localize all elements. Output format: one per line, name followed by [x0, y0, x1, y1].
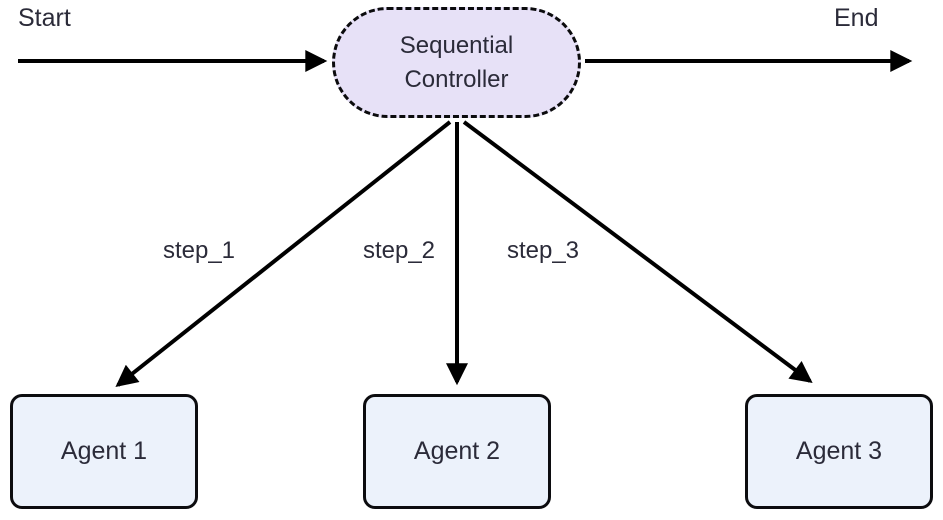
agent-3-label: Agent 3: [795, 437, 883, 465]
edge-controller-to-agent3: [462, 120, 813, 383]
agent-2-node: Agent 2: [363, 394, 551, 509]
edge-label-step-3: step_3: [503, 236, 583, 266]
agent-3-node: Agent 3: [745, 394, 933, 509]
start-label: Start: [18, 4, 71, 32]
agent-1-label: Agent 1: [60, 437, 148, 465]
sequential-controller-node: Sequential Controller: [332, 7, 581, 118]
edge-label-step-2: step_2: [359, 236, 439, 266]
agent-2-label: Agent 2: [413, 437, 501, 465]
edge-controller-to-agent1: [115, 120, 452, 388]
controller-node-label: Sequential Controller: [399, 31, 514, 93]
edge-label-step-1: step_1: [159, 236, 239, 266]
agent-1-node: Agent 1: [10, 394, 198, 509]
end-label: End: [834, 4, 879, 32]
